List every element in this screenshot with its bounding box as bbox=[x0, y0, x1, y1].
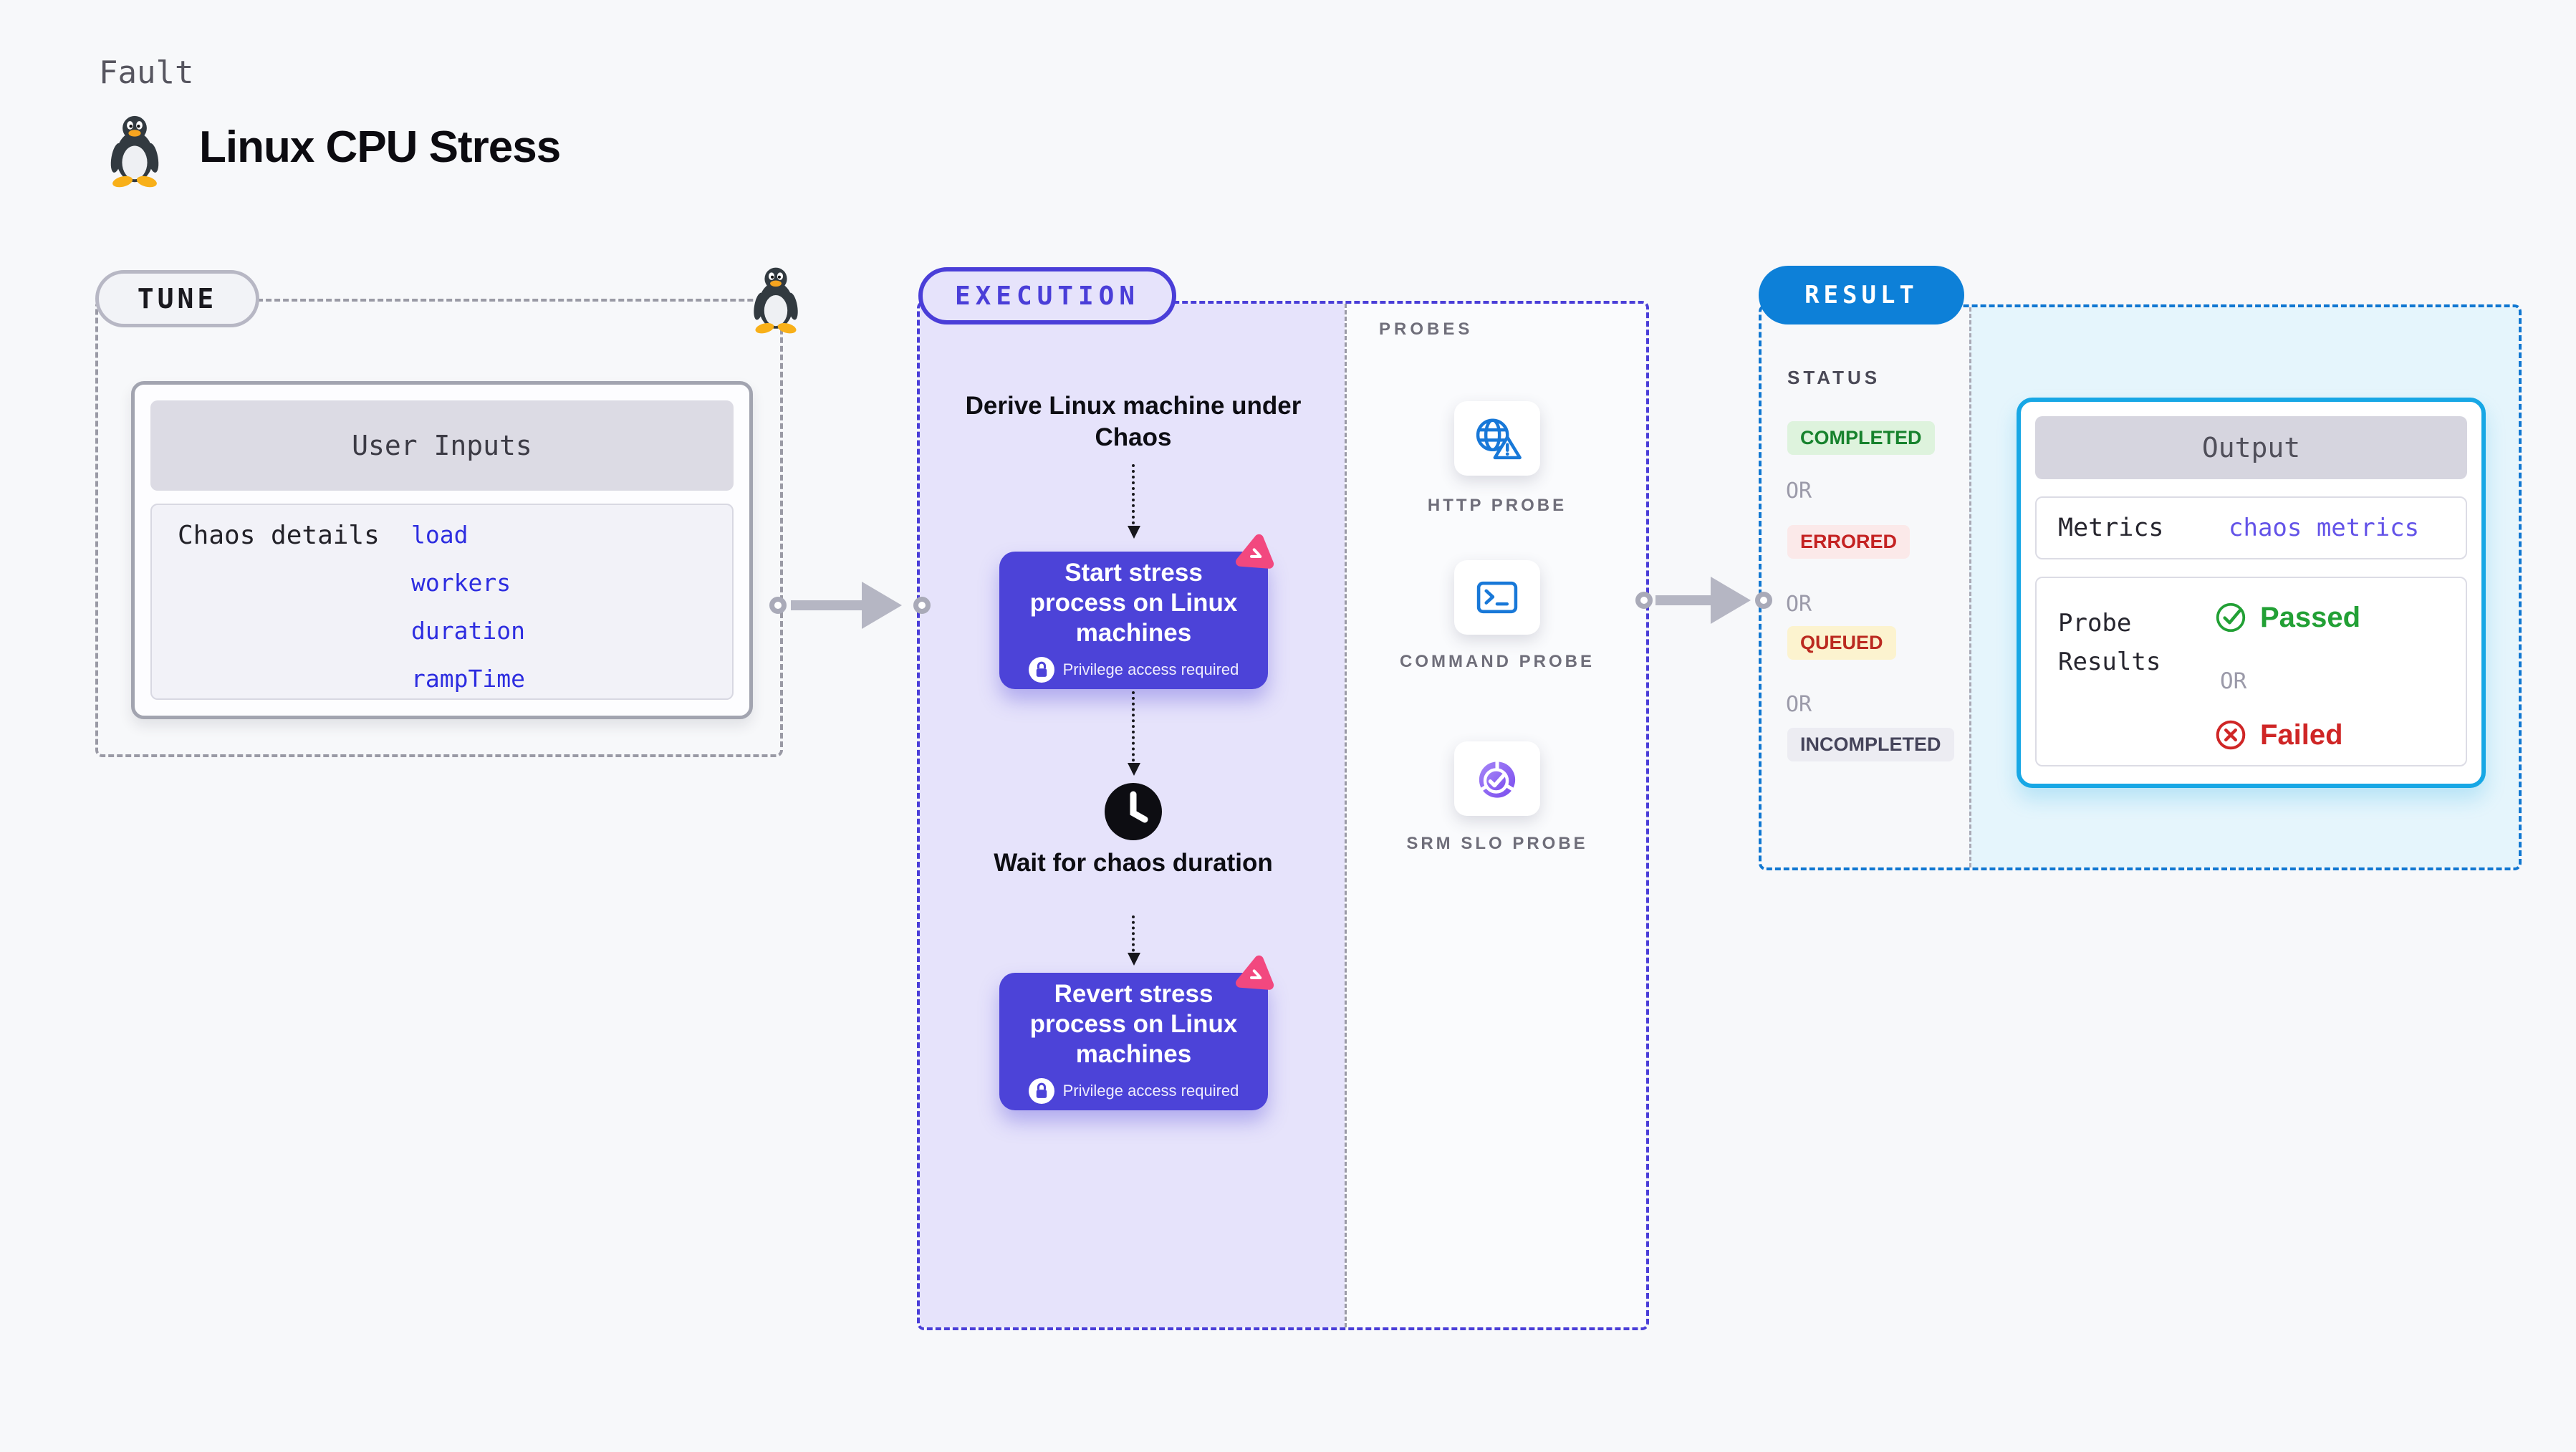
x-circle-icon bbox=[2216, 720, 2246, 750]
connector-line bbox=[1655, 595, 1725, 605]
or-separator: OR bbox=[1786, 692, 1812, 717]
chaos-knot-icon bbox=[1236, 534, 1274, 569]
passed-label: Passed bbox=[2260, 601, 2361, 633]
probe-result-failed: Failed bbox=[2214, 718, 2343, 751]
derive-step-label: Derive Linux machine under Chaos bbox=[965, 392, 1302, 452]
status-badge-incompleted: INCOMPLETED bbox=[1787, 728, 1954, 761]
arrow-head-icon bbox=[1711, 577, 1751, 624]
privilege-note-text: Privilege access required bbox=[1062, 1082, 1239, 1100]
or-separator: OR bbox=[1786, 592, 1812, 617]
probe-result-passed: Passed bbox=[2214, 601, 2360, 634]
arrow-head-icon bbox=[862, 582, 902, 629]
revert-stress-label: Revert stress process on Linux machines bbox=[1029, 980, 1238, 1068]
command-probe-card bbox=[1454, 560, 1540, 635]
input-link-workers[interactable]: workers bbox=[411, 569, 511, 597]
connector-start-dot bbox=[769, 597, 787, 614]
fault-kicker: Fault bbox=[99, 54, 194, 91]
status-badge-errored: ERRORED bbox=[1787, 525, 1911, 559]
or-separator: OR bbox=[2220, 668, 2247, 694]
revert-stress-note: Privilege access required bbox=[1028, 1078, 1239, 1104]
connector-end-dot bbox=[913, 597, 931, 614]
linux-tux-icon-small bbox=[754, 267, 798, 334]
or-separator: OR bbox=[1786, 479, 1812, 504]
user-inputs-body: Chaos details load workers duration ramp… bbox=[150, 504, 734, 700]
probe-results-label: Probe Results bbox=[2058, 609, 2161, 676]
metrics-label: Metrics bbox=[2058, 514, 2164, 542]
start-stress-step-button[interactable]: Start stress process on Linux machines P… bbox=[999, 552, 1268, 689]
execution-badge: EXECUTION bbox=[918, 267, 1176, 324]
user-inputs-table: User Inputs Chaos details load workers d… bbox=[131, 381, 753, 719]
privilege-note-text: Privilege access required bbox=[1062, 660, 1239, 678]
http-probe-label: HTTP PROBE bbox=[1427, 496, 1567, 515]
probes-heading: PROBES bbox=[1379, 319, 1474, 339]
page-title: Linux CPU Stress bbox=[199, 122, 561, 172]
input-link-duration[interactable]: duration bbox=[411, 617, 525, 645]
connector-end-dot bbox=[1755, 592, 1772, 609]
slo-donut-icon bbox=[1479, 759, 1516, 798]
status-badge-queued: QUEUED bbox=[1787, 626, 1896, 660]
check-circle-icon bbox=[2216, 602, 2246, 633]
input-link-ramptime[interactable]: rampTime bbox=[411, 665, 525, 693]
tune-to-execution-arrow bbox=[769, 577, 931, 634]
dotted-arrow-icon bbox=[1128, 691, 1140, 776]
revert-stress-step-button[interactable]: Revert stress process on Linux machines … bbox=[999, 973, 1268, 1110]
result-badge: RESULT bbox=[1759, 266, 1964, 324]
command-probe-label: COMMAND PROBE bbox=[1400, 652, 1595, 671]
connector-start-dot bbox=[1635, 592, 1653, 609]
status-badge-completed: COMPLETED bbox=[1787, 421, 1935, 455]
probe-results-row: Probe Results Passed OR Failed bbox=[2035, 577, 2467, 766]
input-link-load[interactable]: load bbox=[411, 521, 468, 549]
globe-alert-icon bbox=[1476, 418, 1522, 460]
start-stress-label: Start stress process on Linux machines bbox=[1029, 559, 1238, 647]
connector-line bbox=[791, 600, 875, 610]
failed-label: Failed bbox=[2260, 718, 2343, 751]
start-stress-note: Privilege access required bbox=[1028, 657, 1239, 683]
tune-badge: TUNE bbox=[95, 270, 259, 327]
dotted-arrow-icon bbox=[1128, 464, 1140, 539]
output-header: Output bbox=[2035, 416, 2467, 479]
linux-tux-icon bbox=[110, 115, 159, 188]
clock-icon bbox=[1103, 782, 1163, 842]
user-inputs-header: User Inputs bbox=[150, 400, 734, 491]
srm-slo-probe-label: SRM SLO PROBE bbox=[1406, 834, 1588, 853]
output-table: Output Metrics chaos metrics Probe Resul… bbox=[2017, 398, 2486, 788]
metrics-value-link[interactable]: chaos metrics bbox=[2229, 514, 2420, 542]
terminal-icon bbox=[1476, 581, 1518, 614]
chaos-knot-icon bbox=[1236, 955, 1274, 990]
metrics-row: Metrics chaos metrics bbox=[2035, 496, 2467, 559]
dotted-arrow-icon bbox=[1128, 915, 1140, 966]
chaos-inputs-list: load workers duration rampTime bbox=[411, 511, 525, 703]
lock-icon bbox=[1028, 1078, 1054, 1104]
wait-step-label: Wait for chaos duration bbox=[994, 849, 1273, 877]
http-probe-card bbox=[1454, 401, 1540, 476]
tune-section bbox=[95, 299, 783, 757]
status-heading: STATUS bbox=[1787, 367, 1881, 388]
lock-icon bbox=[1028, 657, 1054, 683]
srm-slo-probe-card bbox=[1454, 741, 1540, 816]
chaos-details-label: Chaos details bbox=[178, 521, 380, 550]
execution-to-result-arrow bbox=[1635, 572, 1772, 629]
